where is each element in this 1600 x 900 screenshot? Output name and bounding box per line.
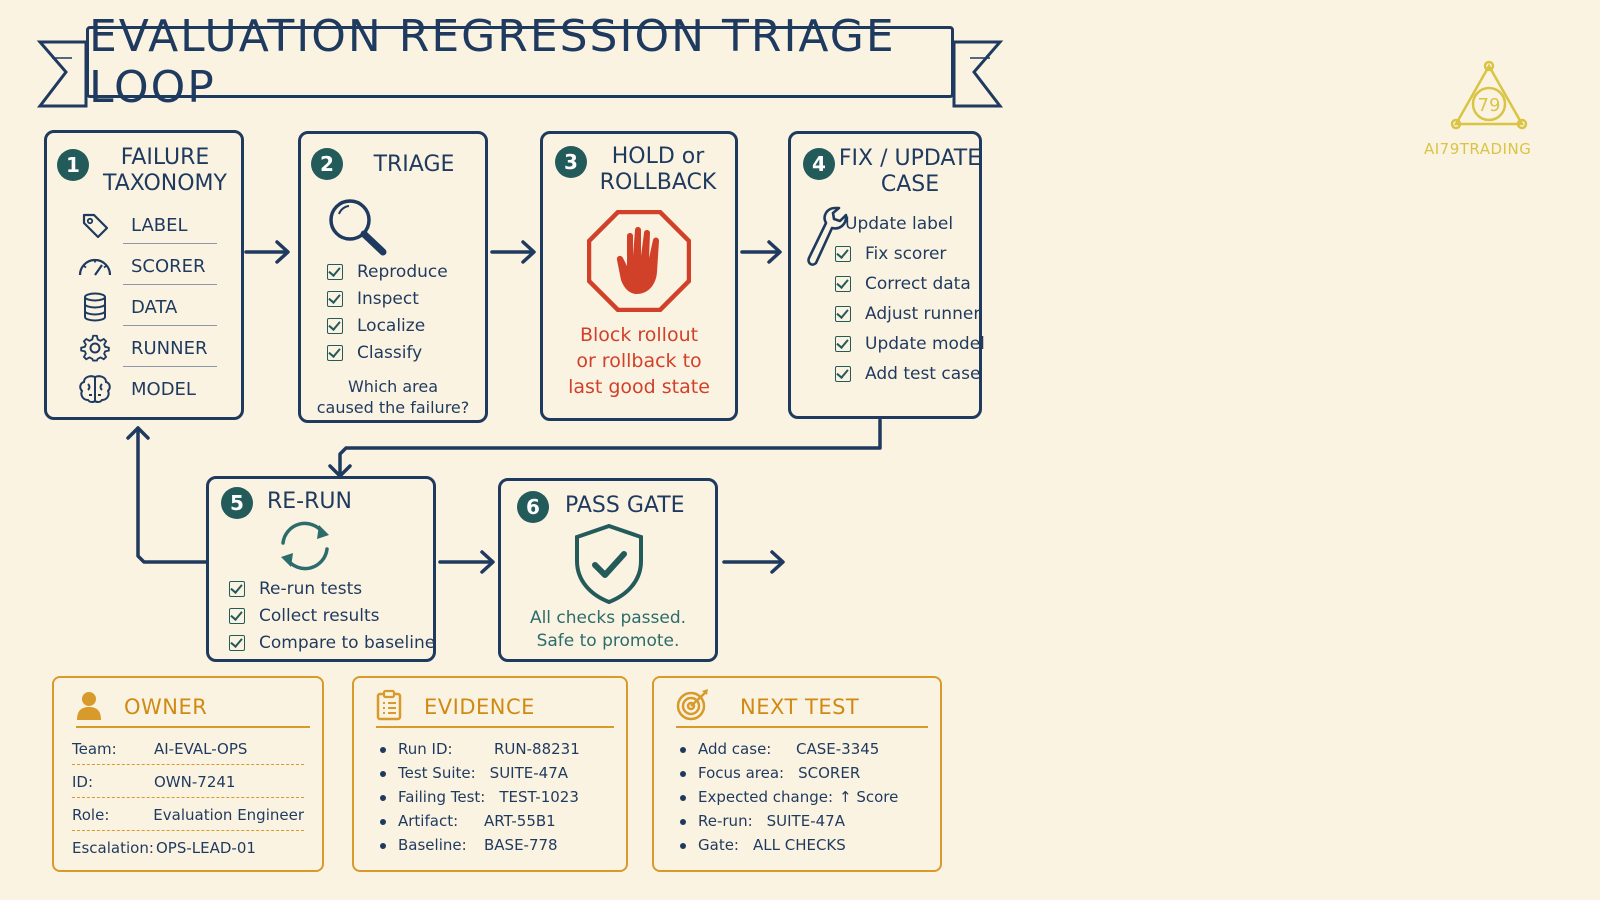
wrench-icon: [805, 206, 849, 274]
next-test-row: Focus area:SCORER: [676, 764, 860, 782]
taxonomy-item-runner: RUNNER: [75, 328, 245, 368]
brand-logo-text: AI79TRADING: [1424, 140, 1532, 158]
step-title: PASS GATE: [565, 493, 685, 518]
checklist-item: Inspect: [327, 289, 419, 309]
clipboard-icon: [376, 689, 402, 725]
page-title: EVALUATION REGRESSION TRIAGE LOOP: [89, 11, 896, 113]
taxonomy-item-scorer: SCORER: [75, 246, 245, 286]
checklist-item: Compare to baseline: [229, 633, 435, 653]
next-test-row: Re-run:SUITE-47A: [676, 812, 845, 830]
checklist-item: Adjust runner: [835, 304, 980, 324]
checklist-item: Re-run tests: [229, 579, 362, 599]
gear-icon: [75, 333, 115, 363]
stop-hand-icon: [586, 209, 692, 316]
step-badge: 4: [803, 148, 835, 180]
next-test-row: Gate:ALL CHECKS: [676, 836, 846, 854]
checklist-item: Reproduce: [327, 262, 448, 282]
owner-row: ID:OWN-7241: [72, 773, 304, 798]
owner-panel: OWNER Team:AI-EVAL-OPS ID:OWN-7241 Role:…: [52, 676, 324, 872]
taxonomy-item-data: DATA: [75, 287, 245, 327]
checkbox-checked-icon: [327, 291, 343, 307]
arrow-4-5: [338, 418, 882, 476]
checkbox-checked-icon: [229, 581, 245, 597]
evidence-row: Failing Test:TEST-1023: [376, 788, 579, 806]
refresh-icon: [275, 519, 335, 577]
magnifier-icon: [325, 196, 391, 260]
next-test-row: Expected change:↑ Score: [676, 788, 898, 806]
checkbox-checked-icon: [835, 276, 851, 292]
person-icon: [76, 690, 102, 724]
divider: [123, 243, 217, 244]
gauge-icon: [75, 251, 115, 281]
taxonomy-item-label: LABEL: [75, 205, 245, 245]
divider: [123, 366, 217, 367]
taxonomy-item-model: MODEL: [75, 369, 245, 409]
checklist-item: Localize: [327, 316, 425, 336]
checkbox-checked-icon: [327, 345, 343, 361]
checkbox-checked-icon: [327, 264, 343, 280]
step-title: RE-RUN: [267, 489, 352, 514]
tag-icon: [75, 210, 115, 240]
owner-row: Team:AI-EVAL-OPS: [72, 740, 304, 765]
arrow-5-1: [136, 426, 208, 564]
checklist-item: Update model: [835, 334, 985, 354]
checkbox-checked-icon: [835, 306, 851, 322]
owner-row: Role:Evaluation Engineer: [72, 806, 304, 831]
step-2-card: 2 TRIAGE Reproduce Inspect Localize Clas…: [298, 131, 488, 423]
divider: [123, 284, 217, 285]
step-title: TRIAGE: [373, 152, 455, 177]
checklist-item: Classify: [327, 343, 422, 363]
checkbox-checked-icon: [327, 318, 343, 334]
step-badge: 6: [517, 491, 549, 523]
title-banner: EVALUATION REGRESSION TRIAGE LOOP: [86, 11, 954, 113]
panel-header: EVIDENCE: [376, 688, 614, 728]
checkbox-checked-icon: [835, 366, 851, 382]
checklist-item: Collect results: [229, 606, 380, 626]
step-badge: 2: [311, 148, 343, 180]
checklist-item: Fix scorer: [835, 244, 946, 264]
step-badge: 1: [57, 149, 89, 181]
brand-logo-icon: 79: [1448, 60, 1530, 140]
checkbox-checked-icon: [229, 635, 245, 651]
database-icon: [75, 292, 115, 322]
checklist-item: Update label: [845, 214, 954, 234]
step-note: All checks passed.Safe to promote.: [529, 608, 687, 651]
step-6-card: 6 PASS GATE All checks passed.Safe to pr…: [498, 478, 718, 662]
next-test-panel: NEXT TEST Add case:CASE-3345 Focus area:…: [652, 676, 942, 872]
owner-row: Escalation:OPS-LEAD-01: [72, 839, 256, 857]
step-badge: 3: [555, 146, 587, 178]
checkbox-checked-icon: [229, 608, 245, 624]
evidence-row: Run ID:RUN-88231: [376, 740, 580, 758]
panel-header: OWNER: [76, 688, 310, 728]
evidence-row: Test Suite:SUITE-47A: [376, 764, 568, 782]
next-test-row: Add case:CASE-3345: [676, 740, 879, 758]
checklist-item: Add test case: [835, 364, 980, 384]
brain-icon: [75, 374, 115, 404]
divider: [123, 325, 217, 326]
evidence-row: Artifact:ART-55B1: [376, 812, 556, 830]
svg-text:79: 79: [1478, 95, 1501, 116]
checkbox-checked-icon: [835, 336, 851, 352]
checklist-item: Correct data: [835, 274, 971, 294]
checkbox-checked-icon: [835, 246, 851, 262]
evidence-panel: EVIDENCE Run ID:RUN-88231 Test Suite:SUI…: [352, 676, 628, 872]
banner-left-tail: [36, 40, 88, 108]
target-icon: [676, 689, 710, 725]
banner-right-tail: [952, 40, 1004, 108]
evidence-row: Baseline:BASE-778: [376, 836, 558, 854]
step-badge: 5: [221, 487, 253, 519]
step-5-card: 5 RE-RUN Re-run tests Collect results Co…: [206, 476, 436, 662]
shield-check-icon: [573, 523, 645, 609]
panel-header: NEXT TEST: [676, 688, 928, 728]
